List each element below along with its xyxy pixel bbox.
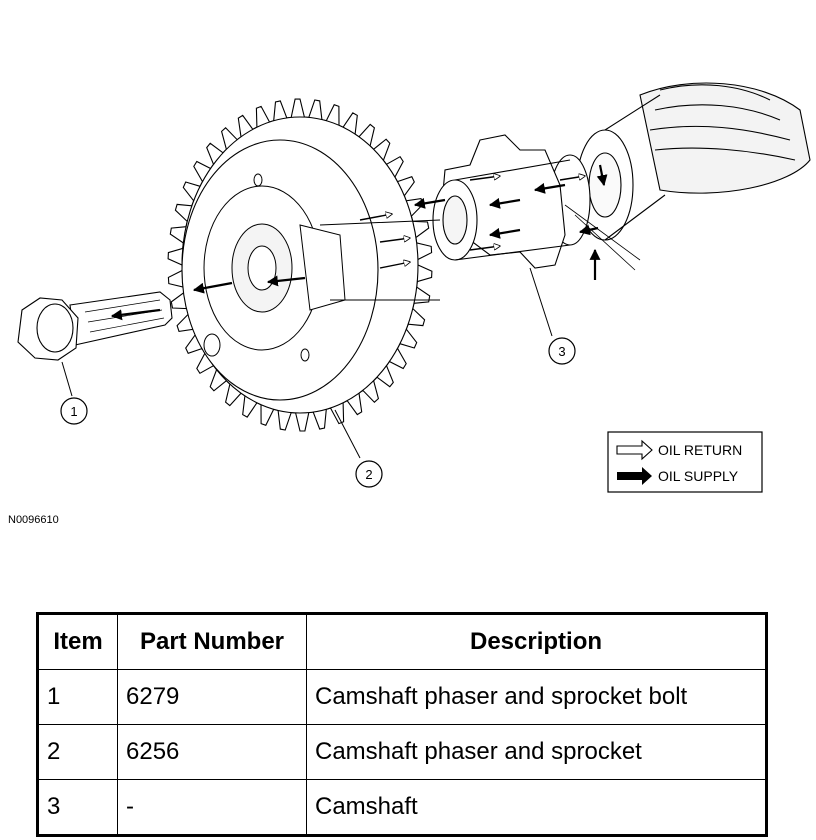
cell-description: Camshaft phaser and sprocket bolt (306, 669, 767, 725)
camshaft-reluctor (432, 134, 571, 269)
column-header-description: Description (306, 613, 767, 670)
table-row: 3 - Camshaft (37, 779, 767, 836)
cell-description: Camshaft phaser and sprocket (306, 724, 767, 780)
cell-part-number: 6279 (117, 669, 307, 725)
leader-lines (61, 267, 553, 459)
svg-text:2: 2 (365, 467, 372, 482)
table-header-row: Item Part Number Description (37, 613, 767, 670)
phaser-bolt (17, 291, 173, 361)
camshaft (549, 82, 811, 271)
legend: OIL RETURN OIL SUPPLY (607, 431, 763, 493)
cell-part-number: 6256 (117, 724, 307, 780)
exploded-diagram: 1 2 3 OIL RETURN OIL SUPPLY (17, 82, 811, 493)
cell-item: 2 (37, 724, 118, 780)
callout-1: 1 (60, 397, 88, 425)
column-header-item: Item (37, 613, 118, 670)
phaser-sprocket (167, 98, 441, 432)
column-header-part-number: Part Number (117, 613, 307, 670)
legend-oil-return: OIL RETURN (658, 442, 742, 458)
table-row: 1 6279 Camshaft phaser and sprocket bolt (37, 669, 767, 725)
oil-flow-arrows (110, 164, 608, 321)
oil-supply-arrow-icon (617, 467, 652, 485)
svg-text:1: 1 (70, 404, 77, 419)
callout-2: 2 (355, 460, 383, 488)
oil-return-arrow-icon (616, 439, 653, 461)
cell-item: 1 (37, 669, 118, 725)
svg-text:3: 3 (558, 344, 565, 359)
cell-item: 3 (37, 779, 118, 836)
table-row: 2 6256 Camshaft phaser and sprocket (37, 724, 767, 780)
cell-description: Camshaft (306, 779, 767, 836)
cell-part-number: - (117, 779, 307, 836)
parts-table: Item Part Number Description 1 6279 Cams… (36, 612, 768, 837)
figure-id: N0096610 (8, 514, 59, 526)
legend-oil-supply: OIL SUPPLY (658, 468, 739, 484)
callout-3: 3 (548, 337, 576, 365)
